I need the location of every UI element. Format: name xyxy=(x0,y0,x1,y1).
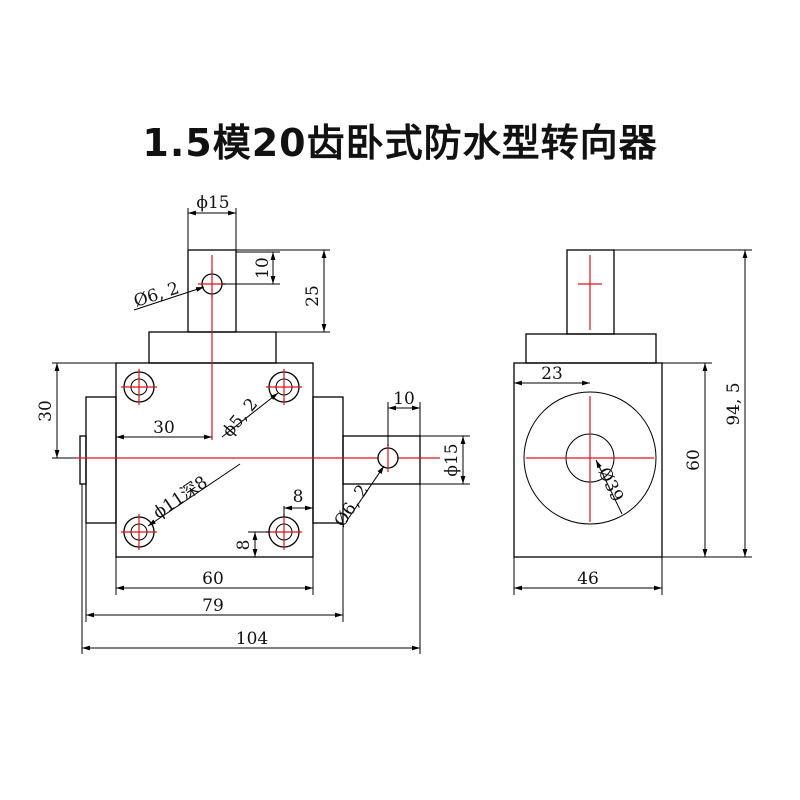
dim-top-shaft-length: 25 xyxy=(236,249,330,333)
dim-bolt-offset-x: 8 xyxy=(283,487,314,557)
dim-right-shaft-length: 10 xyxy=(387,389,421,446)
dim-top-shaft-dia: ϕ15 xyxy=(187,193,237,250)
dim-label: 30 xyxy=(36,400,56,422)
dim-label: 60 xyxy=(202,569,224,589)
leader-right-pin-hole: Ø6, 2 xyxy=(331,465,385,531)
dim-label: 94, 5 xyxy=(724,382,744,425)
left-boss-cap xyxy=(79,435,87,485)
bolt-hole-top-left xyxy=(121,369,157,405)
leader-top-pin-hole: Ø6, 2 xyxy=(131,278,205,312)
dim-label: 10 xyxy=(393,389,415,409)
dim-label: Ø6, 2 xyxy=(331,481,374,531)
dim-label: ϕ15 xyxy=(442,443,462,476)
bolt-hole-bottom-left xyxy=(121,514,157,550)
dim-label: 104 xyxy=(236,629,268,649)
dim-label: 23 xyxy=(541,364,563,384)
leader-bolt-hole: ϕ5, 2 xyxy=(219,392,279,442)
dim-bolt-offset-y: 8 xyxy=(234,531,270,558)
page-title: 1.5模20齿卧式防水型转向器 xyxy=(142,121,658,165)
dim-label: Ø6, 2 xyxy=(131,278,181,311)
dim-left-height: 30 xyxy=(36,362,116,459)
dim-side-body-height: 60 xyxy=(662,362,712,558)
dim-top-hole-offset: 10 xyxy=(222,251,280,285)
left-boss xyxy=(85,396,117,524)
side-flange xyxy=(525,333,657,364)
right-boss xyxy=(312,396,344,524)
dim-body-width: 60 xyxy=(115,557,314,595)
leader-center-hole: ϕ11深8 xyxy=(147,463,241,527)
front-view: ϕ15 10 25 Ø6, 2 30 xyxy=(36,193,470,654)
dim-label: 60 xyxy=(684,449,704,471)
bolt-hole-bottom-right xyxy=(266,514,302,550)
dim-label: 46 xyxy=(577,569,599,589)
side-body xyxy=(513,362,663,558)
dim-side-total-height: 94, 5 xyxy=(614,249,752,558)
dim-label: 8 xyxy=(293,487,304,507)
dim-label: 8 xyxy=(234,540,254,551)
side-outer-bore xyxy=(523,391,657,525)
dim-label: ϕ11深8 xyxy=(150,472,212,523)
dim-mid-width: 30 xyxy=(116,418,212,440)
dim-label: ϕ15 xyxy=(196,193,229,213)
dim-label: 30 xyxy=(153,418,175,438)
dim-label: ϕ5, 2 xyxy=(219,395,263,442)
dim-overall-104: 104 xyxy=(81,484,421,654)
dim-label: 25 xyxy=(303,285,323,307)
dim-label: Ø39 xyxy=(594,464,628,505)
dim-label: 10 xyxy=(253,257,273,279)
leader-side-bore-dia: Ø39 xyxy=(594,459,628,515)
dim-right-shaft-dia: ϕ15 xyxy=(420,435,470,485)
right-shaft xyxy=(342,435,421,485)
bolt-hole-top-right xyxy=(266,369,302,405)
side-view: 23 Ø39 60 94, 5 46 xyxy=(513,249,752,595)
dim-side-offset-23: 23 xyxy=(514,364,590,386)
dim-label: 79 xyxy=(202,596,224,616)
dim-overall-79: 79 xyxy=(85,523,344,622)
dim-side-body-width: 46 xyxy=(513,557,663,595)
